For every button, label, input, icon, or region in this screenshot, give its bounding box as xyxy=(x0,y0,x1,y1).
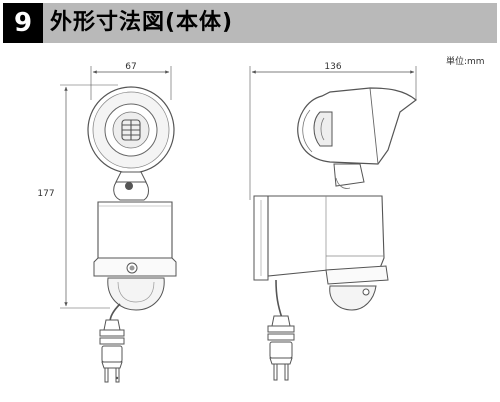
side-width-label: 136 xyxy=(324,62,341,72)
section-number: 9 xyxy=(3,3,43,43)
front-height-label: 177 xyxy=(37,189,54,199)
front-width-label: 67 xyxy=(125,62,136,72)
header-bar xyxy=(3,3,497,43)
unit-label: 単位:mm xyxy=(446,55,485,67)
front-view xyxy=(60,66,177,383)
side-view xyxy=(249,66,417,381)
page-title: 外形寸法図(本体) xyxy=(50,10,234,35)
